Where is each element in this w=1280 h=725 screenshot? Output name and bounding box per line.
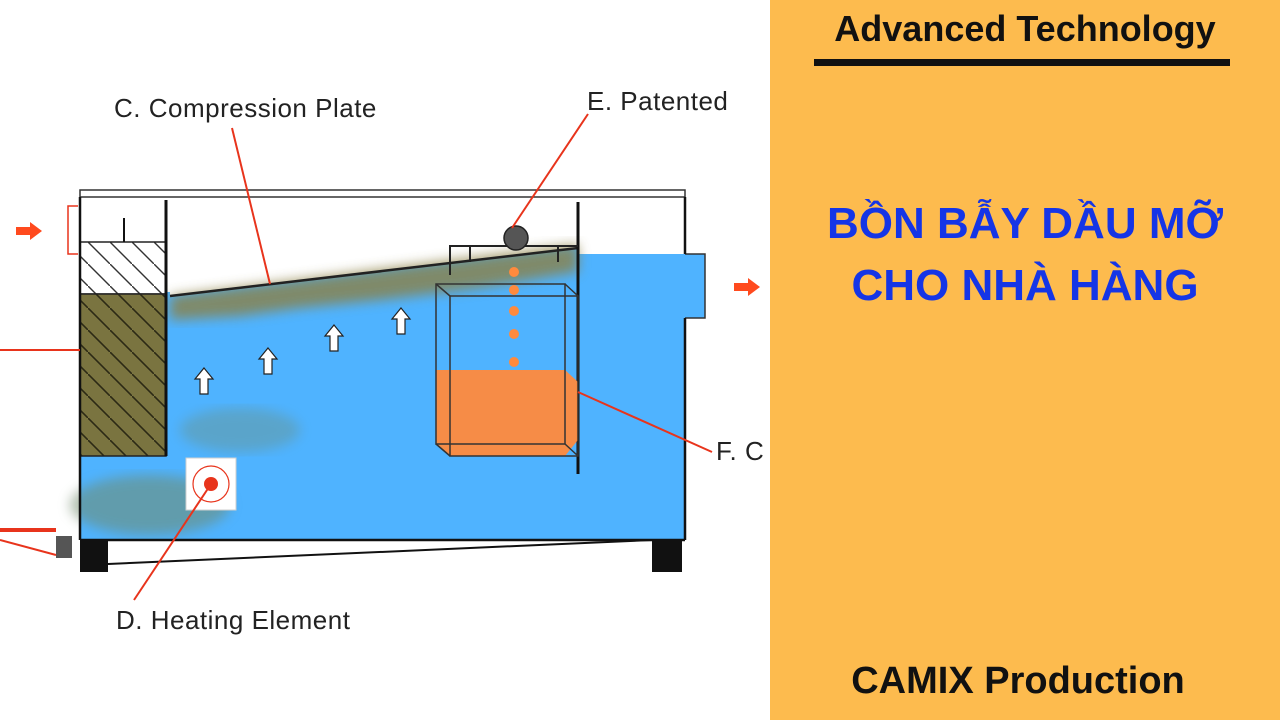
- drain-leader: [0, 539, 57, 556]
- oil-droplet: [509, 357, 519, 367]
- grease-layer: [170, 244, 578, 320]
- oil-droplet: [509, 285, 519, 295]
- container-rear: [449, 295, 579, 457]
- flow-up-arrow: [257, 347, 279, 375]
- container-edge: [435, 443, 451, 457]
- heading-divider: [814, 59, 1230, 66]
- heating-element-ring: [192, 465, 230, 503]
- oil-droplet: [509, 267, 519, 277]
- leader-f: [577, 391, 713, 453]
- float-ball: [503, 225, 529, 251]
- tank-foot-right: [652, 540, 682, 572]
- oil-droplet: [509, 306, 519, 316]
- container-edge: [435, 283, 451, 297]
- inlet-arrow: [16, 222, 42, 240]
- outlet-arrow: [734, 278, 760, 296]
- container-edge: [564, 283, 579, 297]
- leader-patented: [511, 113, 589, 229]
- inlet-baffle-bottom: [79, 293, 167, 457]
- grease-trap-svg: C. Compression Plate E. Patented D. Heat…: [0, 86, 764, 635]
- tank-foot-left: [80, 540, 108, 572]
- panel-heading: Advanced Technology: [834, 8, 1216, 49]
- leader-compression-plate: [231, 127, 271, 285]
- panel-title: BỒN BẪY DẦU MỠ CHO NHÀ HÀNG: [770, 193, 1280, 317]
- flow-up-arrow: [390, 307, 412, 335]
- compression-plate: [169, 246, 579, 298]
- label-compression-plate: C. Compression Plate: [114, 93, 377, 123]
- oil-fill: [436, 370, 578, 456]
- label-heating-element: D. Heating Element: [116, 605, 351, 635]
- bottom-support: [107, 539, 653, 565]
- side-panel: Advanced Technology BỒN BẪY DẦU MỠ CHO N…: [770, 0, 1280, 720]
- leader-heating-element: [133, 483, 212, 601]
- flow-up-arrow: [323, 324, 345, 352]
- grease-trap-diagram: C. Compression Plate E. Patented D. Heat…: [0, 86, 764, 635]
- panel-title-line1: BỒN BẪY DẦU MỠ: [826, 199, 1224, 248]
- label-f: F. C: [716, 436, 764, 466]
- flow-up-arrow: [193, 367, 215, 395]
- container-edge: [564, 443, 579, 457]
- tank-lid: [79, 189, 686, 198]
- oil-droplet: [509, 329, 519, 339]
- skimmer-frame: [449, 245, 578, 275]
- container-front: [435, 283, 566, 445]
- drain-valve: [56, 536, 72, 558]
- inlet-baffle-top: [79, 241, 167, 295]
- panel-title-line2: CHO NHÀ HÀNG: [851, 261, 1199, 310]
- panel-footer: CAMIX Production: [851, 660, 1185, 702]
- outlet-pipe: [685, 253, 706, 319]
- level-bracket: [67, 205, 78, 255]
- sediment-patch: [180, 408, 300, 452]
- label-patented: E. Patented: [587, 86, 728, 116]
